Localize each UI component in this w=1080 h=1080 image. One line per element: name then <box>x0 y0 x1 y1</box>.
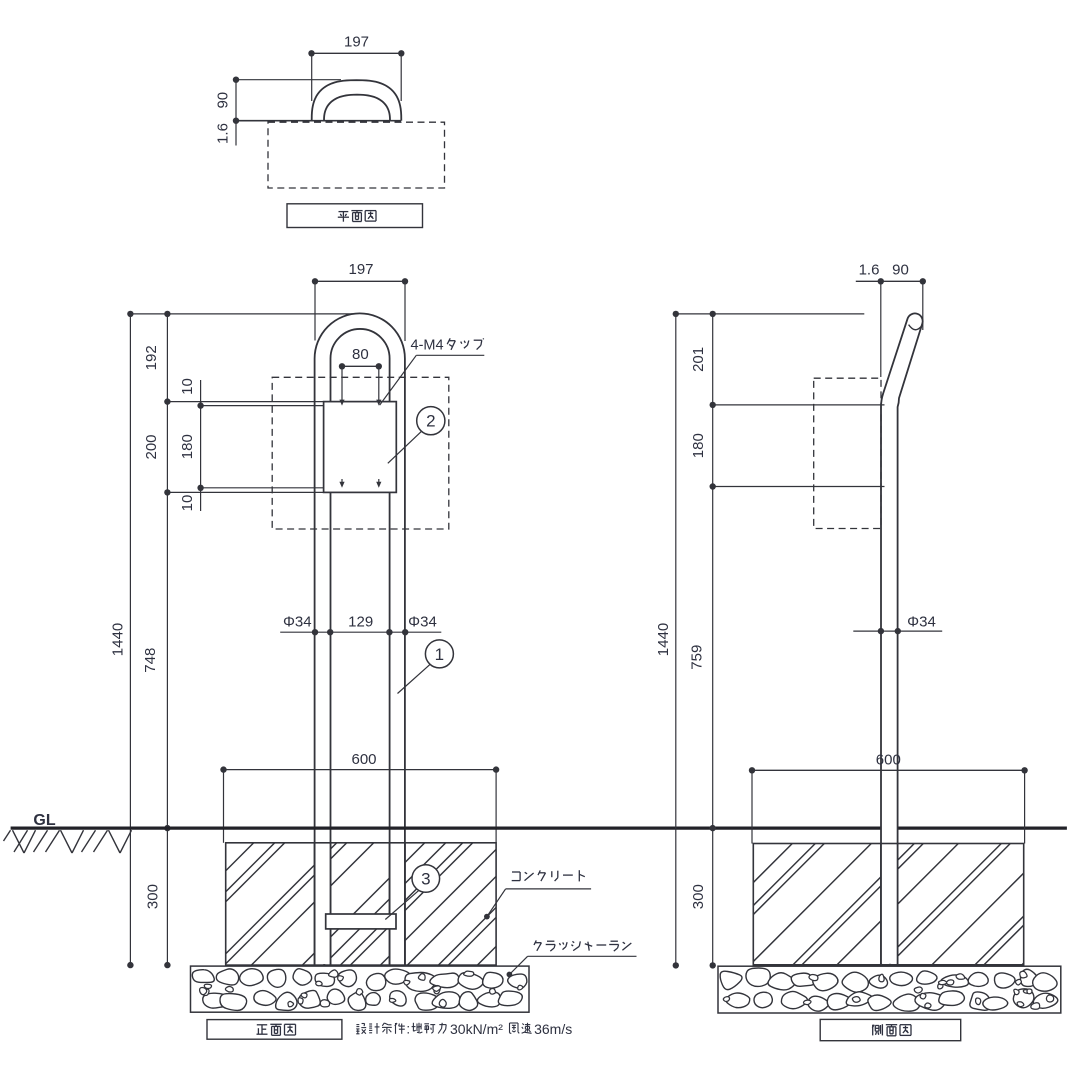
svg-text:759: 759 <box>689 645 706 670</box>
svg-text:600: 600 <box>351 751 376 768</box>
svg-text:1440: 1440 <box>110 623 127 656</box>
svg-text:10: 10 <box>179 495 196 512</box>
svg-text:197: 197 <box>348 261 373 278</box>
svg-text:600: 600 <box>876 752 901 769</box>
svg-text:129: 129 <box>348 614 373 631</box>
svg-text:180: 180 <box>179 434 196 459</box>
svg-text:Φ34: Φ34 <box>408 614 437 631</box>
svg-text:200: 200 <box>143 434 160 459</box>
svg-text:180: 180 <box>690 433 707 458</box>
svg-text:197: 197 <box>344 34 369 51</box>
svg-text:80: 80 <box>352 346 369 363</box>
svg-text:300: 300 <box>145 884 162 909</box>
svg-text:300: 300 <box>690 884 707 909</box>
svg-text:1.6: 1.6 <box>859 262 880 279</box>
svg-text:3: 3 <box>421 869 430 888</box>
svg-text:1: 1 <box>435 645 444 664</box>
svg-text:1.6: 1.6 <box>215 123 232 144</box>
svg-text:192: 192 <box>143 345 160 370</box>
svg-text:36m/s: 36m/s <box>534 1021 572 1037</box>
svg-text:1440: 1440 <box>655 623 672 656</box>
svg-text:GL: GL <box>33 812 55 829</box>
svg-text:10: 10 <box>179 378 196 395</box>
svg-text:90: 90 <box>892 262 909 279</box>
svg-text:Φ34: Φ34 <box>283 614 312 631</box>
svg-text:30kN/m²: 30kN/m² <box>450 1021 503 1037</box>
svg-text:748: 748 <box>142 648 159 673</box>
svg-text:2: 2 <box>426 412 435 431</box>
svg-text::: : <box>406 1021 410 1036</box>
svg-text:4-M4: 4-M4 <box>411 338 444 354</box>
svg-text:201: 201 <box>690 347 707 372</box>
svg-text:90: 90 <box>215 92 232 109</box>
svg-text:Φ34: Φ34 <box>907 614 936 631</box>
